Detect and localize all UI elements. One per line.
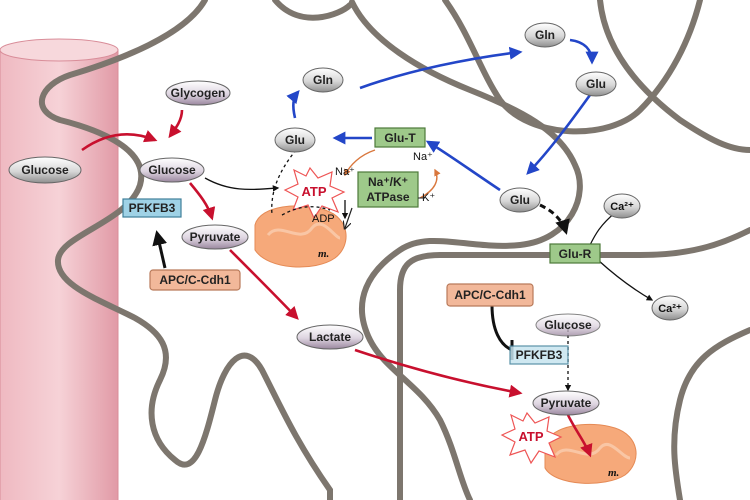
svg-text:Gln: Gln	[535, 28, 555, 42]
atp-neuron-label: ATP	[518, 429, 543, 444]
ca-entry-arrow	[589, 211, 617, 246]
node-glu-astrocyte: Glu	[274, 127, 316, 153]
blue-arrows	[286, 38, 599, 192]
box-glu-receptor: Glu-R	[549, 243, 601, 264]
node-gln-presynaptic: Gln	[524, 22, 566, 48]
svg-text:Glucose: Glucose	[544, 318, 592, 332]
k-ion-label: K⁺	[422, 192, 435, 204]
blood-vessel	[0, 38, 119, 500]
apc-inhibition-line	[490, 304, 514, 360]
svg-text:Glu: Glu	[586, 77, 606, 91]
mito-neuron-label: m.	[608, 467, 619, 479]
node-lactate: Lactate	[296, 324, 364, 350]
na-out-label: Na⁺	[413, 151, 433, 163]
node-glu-cleft: Glu	[499, 187, 541, 213]
atp-burst-neuron: ATP	[500, 411, 563, 465]
node-gln-astrocyte: Gln	[302, 67, 344, 93]
svg-text:Pyruvate: Pyruvate	[541, 396, 592, 410]
svg-text:Glu-T: Glu-T	[384, 131, 416, 145]
node-glucose-blood: Glucose	[8, 156, 82, 184]
presynaptic-terminal	[442, 0, 703, 135]
pfkfb3-activation-arrow	[152, 230, 167, 269]
svg-text:Gln: Gln	[313, 73, 333, 87]
svg-text:Ca²⁺: Ca²⁺	[658, 303, 682, 315]
na-orange-arrow-out	[419, 168, 441, 199]
svg-text:PFKFB3: PFKFB3	[129, 201, 176, 215]
box-pfkfb3-astrocyte: PFKFB3	[122, 198, 182, 218]
nak-open-arrow	[345, 207, 353, 228]
box-pfkfb3-neuron: PFKFB3	[509, 345, 569, 365]
svg-text:APC/C-Cdh1: APC/C-Cdh1	[159, 273, 231, 287]
svg-text:PFKFB3: PFKFB3	[516, 348, 563, 362]
glu-to-receptor-arrow	[539, 203, 570, 235]
box-glu-transporter: Glu-T	[374, 127, 426, 148]
black-arrows	[204, 149, 654, 392]
node-glucose-astrocyte: Glucose	[139, 157, 205, 183]
node-ca-top: Ca²⁺	[603, 193, 641, 219]
box-nak-atpase: Na⁺/K⁺ ATPase	[357, 171, 419, 208]
svg-text:Glu: Glu	[285, 133, 305, 147]
mitochondrion-astrocyte: m.	[254, 205, 347, 268]
node-pyruvate-astrocyte: Pyruvate	[181, 224, 249, 250]
svg-text:Glucose: Glucose	[21, 163, 69, 177]
mito-astrocyte-label: m.	[318, 248, 329, 260]
node-glycogen: Glycogen	[165, 80, 231, 106]
node-ca-bottom: Ca²⁺	[651, 295, 689, 321]
adp-label: ADP	[312, 213, 335, 225]
svg-text:APC/C-Cdh1: APC/C-Cdh1	[454, 288, 526, 302]
atp-astrocyte-label: ATP	[301, 184, 326, 199]
atp-burst-astrocyte: ATP	[283, 166, 346, 220]
svg-text:Lactate: Lactate	[309, 330, 351, 344]
node-pyruvate-neuron: Pyruvate	[532, 390, 600, 416]
svg-text:ATPase: ATPase	[366, 190, 409, 204]
box-apc-astrocyte: APC/C-Cdh1	[149, 269, 241, 291]
red-arrows	[81, 109, 593, 458]
svg-text:Glycogen: Glycogen	[171, 86, 226, 100]
na-in-label: Na⁺	[335, 166, 355, 178]
node-glu-presynaptic: Glu	[575, 71, 617, 97]
astrocyte-membrane-right	[272, 0, 583, 500]
presynaptic-terminal-inner	[597, 0, 750, 153]
svg-text:Na⁺/K⁺: Na⁺/K⁺	[368, 175, 408, 189]
astrocyte-membrane	[38, 0, 333, 500]
svg-text:Glu: Glu	[510, 193, 530, 207]
node-glucose-neuron: Glucose	[535, 313, 601, 337]
postsynaptic-neuron	[397, 227, 750, 500]
box-apc-neuron: APC/C-Cdh1	[446, 283, 534, 307]
svg-text:Ca²⁺: Ca²⁺	[610, 201, 634, 213]
svg-text:Pyruvate: Pyruvate	[190, 230, 241, 244]
svg-text:Glucose: Glucose	[148, 163, 196, 177]
svg-text:Glu-R: Glu-R	[559, 247, 592, 261]
na-orange-arrow-in	[344, 149, 376, 177]
